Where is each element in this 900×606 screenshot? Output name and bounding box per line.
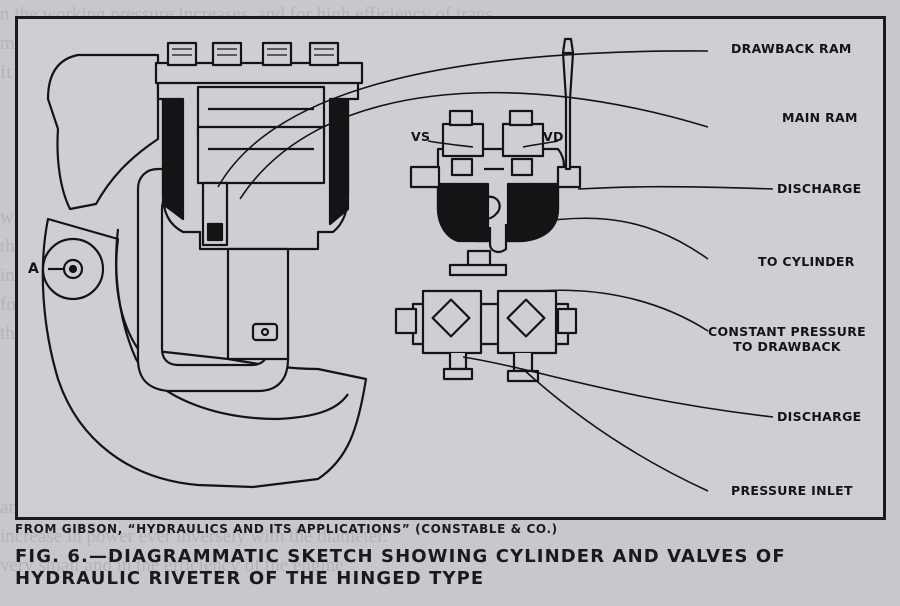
bolt-lines: [172, 48, 334, 56]
upper-valve-dark: [436, 182, 490, 243]
label-constant-pressure-line2: TO DRAWBACK: [733, 339, 841, 354]
label-to-cylinder: TO CYLINDER: [758, 254, 855, 269]
valve-pipe-loop: [464, 195, 501, 221]
main-ram: [196, 125, 326, 185]
valve-s-body: [441, 122, 485, 158]
control-lever: [561, 51, 575, 171]
riveter-diagram: [41, 37, 774, 492]
riveter-jaw-outline: [46, 53, 160, 211]
label-discharge-bottom: DISCHARGE: [777, 409, 862, 424]
label-drawback-ram: DRAWBACK RAM: [731, 41, 852, 56]
valve-d-seat: [510, 157, 534, 177]
cylinder-walls-dark-right: [328, 97, 350, 226]
cylinder-head: [154, 61, 364, 85]
leader-lines: [217, 50, 774, 492]
cylinder-walls-dark: [161, 97, 185, 221]
valve-s-seat: [450, 157, 474, 177]
lower-outlet-left: [448, 353, 468, 371]
riveter-jaw-lower: [41, 217, 368, 489]
head-bolts: [166, 41, 340, 67]
riveter-jaw-inner: [115, 228, 349, 421]
diagram-frame: DRAWBACK RAM MAIN RAM DISCHARGE TO CYLIN…: [15, 16, 886, 520]
lower-side-pipe: [394, 307, 418, 335]
lower-valve-handle: [448, 263, 508, 277]
source-note: FROM GIBSON, “HYDRAULICS AND ITS APPLICA…: [15, 522, 558, 536]
plunger-column: [226, 247, 290, 361]
label-discharge-top: DISCHARGE: [777, 181, 862, 196]
label-pressure-inlet: PRESSURE INLET: [731, 483, 853, 498]
hinge-pin-core: [68, 264, 78, 274]
valve-outlet: [488, 224, 508, 253]
label-valve-d: VD: [543, 129, 564, 144]
plunger-nose: [251, 322, 279, 342]
side-pipe-left: [409, 165, 441, 189]
valve-d-body: [501, 122, 545, 158]
label-main-ram: MAIN RAM: [782, 110, 858, 125]
figure-caption: FIG. 6.—DIAGRAMMATIC SKETCH SHOWING CYLI…: [15, 546, 786, 589]
label-constant-pressure: CONSTANT PRESSURE TO DRAWBACK: [692, 324, 882, 354]
upper-valve-dark-right: [506, 182, 560, 243]
label-constant-pressure-line1: CONSTANT PRESSURE: [707, 324, 867, 339]
label-point-a: A: [28, 261, 40, 277]
label-valve-s: VS: [411, 129, 431, 144]
